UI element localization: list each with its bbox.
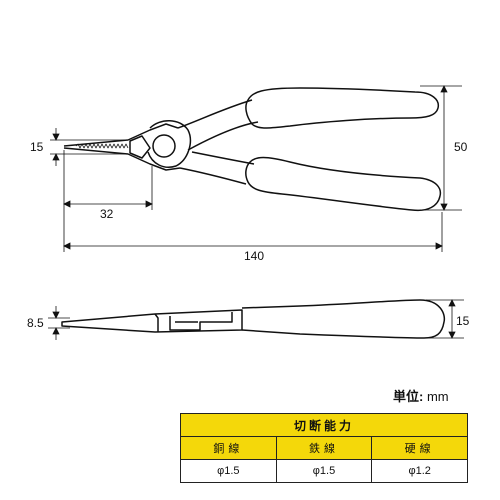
unit-value: mm [426,389,449,404]
table-header-row: 銅線 鉄線 硬線 [180,436,468,460]
upper-handle-grip [245,87,440,129]
upper-handle-shaft [177,99,253,129]
jaw-serrations [75,143,129,149]
column-iron-wire: 鉄線 [275,436,373,460]
table-title: 切断能力 [180,413,468,437]
top-view-dimensions [50,85,462,252]
unit-label: 単位: [393,389,424,404]
side-jaw [61,309,243,333]
side-handle [241,299,446,339]
side-view-dimensions [48,299,464,340]
value-iron-wire: φ1.5 [275,459,373,483]
lower-jaw [63,147,181,171]
dim-jaw-length: 32 [100,207,114,221]
cutter-notch [129,135,151,159]
dim-tip-thickness: 8.5 [27,316,44,330]
lower-handle-grip [245,156,442,212]
dim-tip-width: 15 [30,140,44,154]
pliers-top-view [63,87,442,212]
value-hard-wire: φ1.2 [371,459,468,483]
unit-note: 単位: mm [393,386,449,405]
column-hard-wire: 硬線 [371,436,468,460]
column-copper-wire: 銅線 [180,436,277,460]
pivot-rivet [152,134,176,158]
cutting-capacity-table: 切断能力 銅線 鉄線 硬線 φ1.5 φ1.5 φ1.2 [180,413,468,483]
side-joint [154,312,233,332]
value-copper-wire: φ1.5 [180,459,277,483]
dim-handle-thickness: 15 [456,314,470,328]
upper-jaw [63,123,179,147]
lower-handle-shaft [179,167,247,185]
dim-handle-span: 50 [454,140,468,154]
dim-overall-length: 140 [244,249,264,263]
pliers-side-view [61,299,446,339]
table-title-row: 切断能力 [180,413,468,437]
table-value-row: φ1.5 φ1.5 φ1.2 [180,459,468,483]
